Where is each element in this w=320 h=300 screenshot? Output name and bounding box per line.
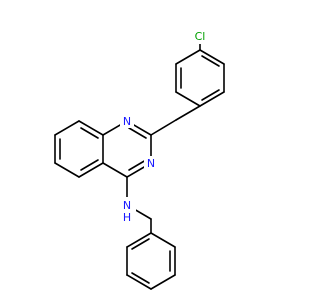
bond-ch2-c2 bbox=[150, 119, 177, 136]
atom-nitrogen-amine: N bbox=[123, 199, 131, 212]
bond-benzo-double-3 bbox=[80, 159, 99, 171]
bond-benzyl-4 bbox=[126, 274, 152, 290]
bond-benzo-4 bbox=[54, 162, 80, 178]
bond-chlorophenyl-double-1 bbox=[201, 55, 220, 67]
bond-benzyl-1 bbox=[150, 232, 176, 248]
bond-benzyl-double-3 bbox=[131, 238, 150, 250]
bond-chlorophenyl-3 bbox=[199, 91, 225, 107]
atom-hydrogen-amine: H bbox=[123, 211, 131, 224]
atom-nitrogen-1: N bbox=[123, 115, 131, 128]
bond-benzo-2 bbox=[54, 120, 80, 136]
bond-c2-n1-double bbox=[128, 127, 147, 139]
bond-benzyl-double-2 bbox=[131, 272, 150, 284]
bond-chlorophenyl-6 bbox=[175, 49, 201, 65]
bond-group bbox=[54, 41, 225, 290]
bond-c4-n3-double bbox=[128, 159, 147, 171]
bond-chlorophenyl-double-2 bbox=[201, 89, 220, 101]
bond-benzo-double-1 bbox=[80, 127, 99, 139]
bond-ring-ch2 bbox=[175, 105, 201, 121]
bond-benzyl-6 bbox=[126, 232, 152, 248]
atom-nitrogen-3: N bbox=[147, 157, 155, 170]
atom-labels: Cl N N N H bbox=[118, 28, 210, 224]
bond-chlorophenyl-4 bbox=[175, 91, 201, 107]
bond-benzyl-3 bbox=[150, 274, 176, 290]
bond-c4a-c4 bbox=[102, 162, 128, 178]
bond-benzo-5 bbox=[78, 162, 104, 178]
bond-chlorophenyl-1 bbox=[199, 49, 225, 65]
atom-chlorine: Cl bbox=[195, 30, 206, 43]
molecule-structure: Cl N N N H bbox=[54, 28, 225, 290]
bond-benzo-1 bbox=[78, 120, 104, 136]
